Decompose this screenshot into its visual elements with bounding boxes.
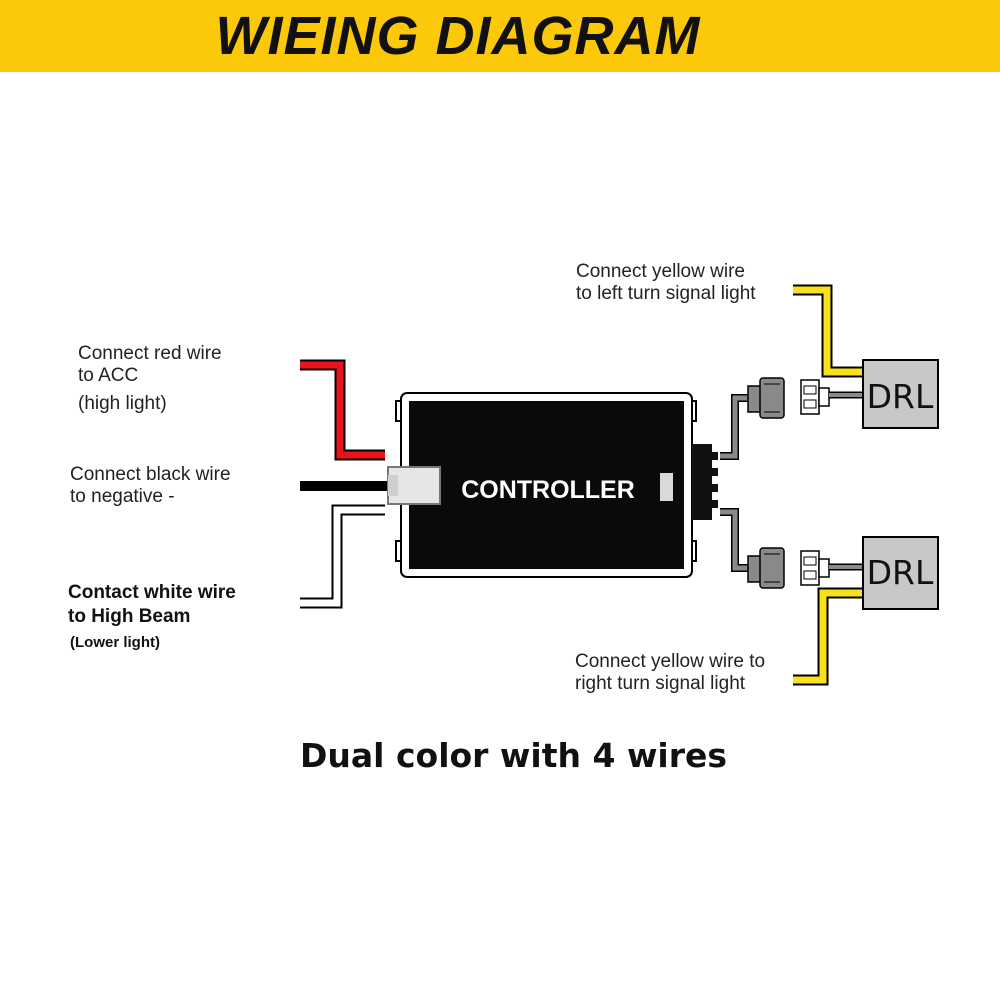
drl-box-top — [862, 359, 939, 429]
red-wire-label-line1: Connect red wire — [78, 343, 222, 364]
yellow-top-label-line1: Connect yellow wire — [576, 261, 745, 282]
red-wire-label-line2: to ACC — [78, 365, 139, 386]
connector-plug-bottom — [747, 547, 785, 589]
header-banner: WIEING DIAGRAM — [0, 0, 1000, 72]
connector-plug-top — [747, 377, 785, 419]
black-wire-label: Connect black wire to negative - — [70, 464, 231, 508]
red-wire-label-line3: (high light) — [78, 393, 167, 414]
yellow-bottom-label-line2: right turn signal light — [575, 673, 746, 694]
white-wire-core — [300, 506, 385, 607]
controller-inner — [409, 401, 684, 569]
white-wire-label: Contact white wire to High Beam (Lower l… — [68, 582, 236, 654]
black-wire-label-line1: Connect black wire — [70, 464, 231, 485]
controller-unit — [387, 392, 718, 578]
white-wire — [300, 504, 385, 609]
drl-top-label: DRL — [867, 377, 934, 416]
white-wire-label-line3: (Lower light) — [70, 634, 160, 651]
controller-label: CONTROLLER — [461, 476, 635, 504]
controller-indicator — [660, 473, 673, 501]
connector-socket-top — [800, 379, 830, 415]
white-wire-label-line2: to High Beam — [68, 606, 191, 627]
red-wire-core — [300, 361, 385, 459]
black-wire-label-line2: to negative - — [70, 486, 175, 507]
drl-box-bottom — [862, 536, 939, 610]
yellow-bottom-label-line1: Connect yellow wire to — [575, 651, 766, 672]
page-title: WIEING DIAGRAM — [215, 6, 701, 66]
yellow-top-label: Connect yellow wire to left turn signal … — [576, 261, 756, 305]
white-wire-label-line1: Contact white wire — [68, 582, 236, 603]
drl-bottom-label: DRL — [867, 553, 934, 592]
yellow-wire-bottom — [793, 587, 864, 686]
red-wire-label: Connect red wire to ACC (high light) — [78, 343, 222, 415]
controller-output-connector — [692, 444, 712, 520]
black-wire — [300, 481, 390, 491]
connector-socket-bottom — [800, 550, 830, 586]
yellow-top-label-line2: to left turn signal light — [576, 283, 756, 304]
diagram-caption: Dual color with 4 wires — [300, 736, 728, 775]
yellow-bottom-label: Connect yellow wire to right turn signal… — [575, 651, 765, 695]
